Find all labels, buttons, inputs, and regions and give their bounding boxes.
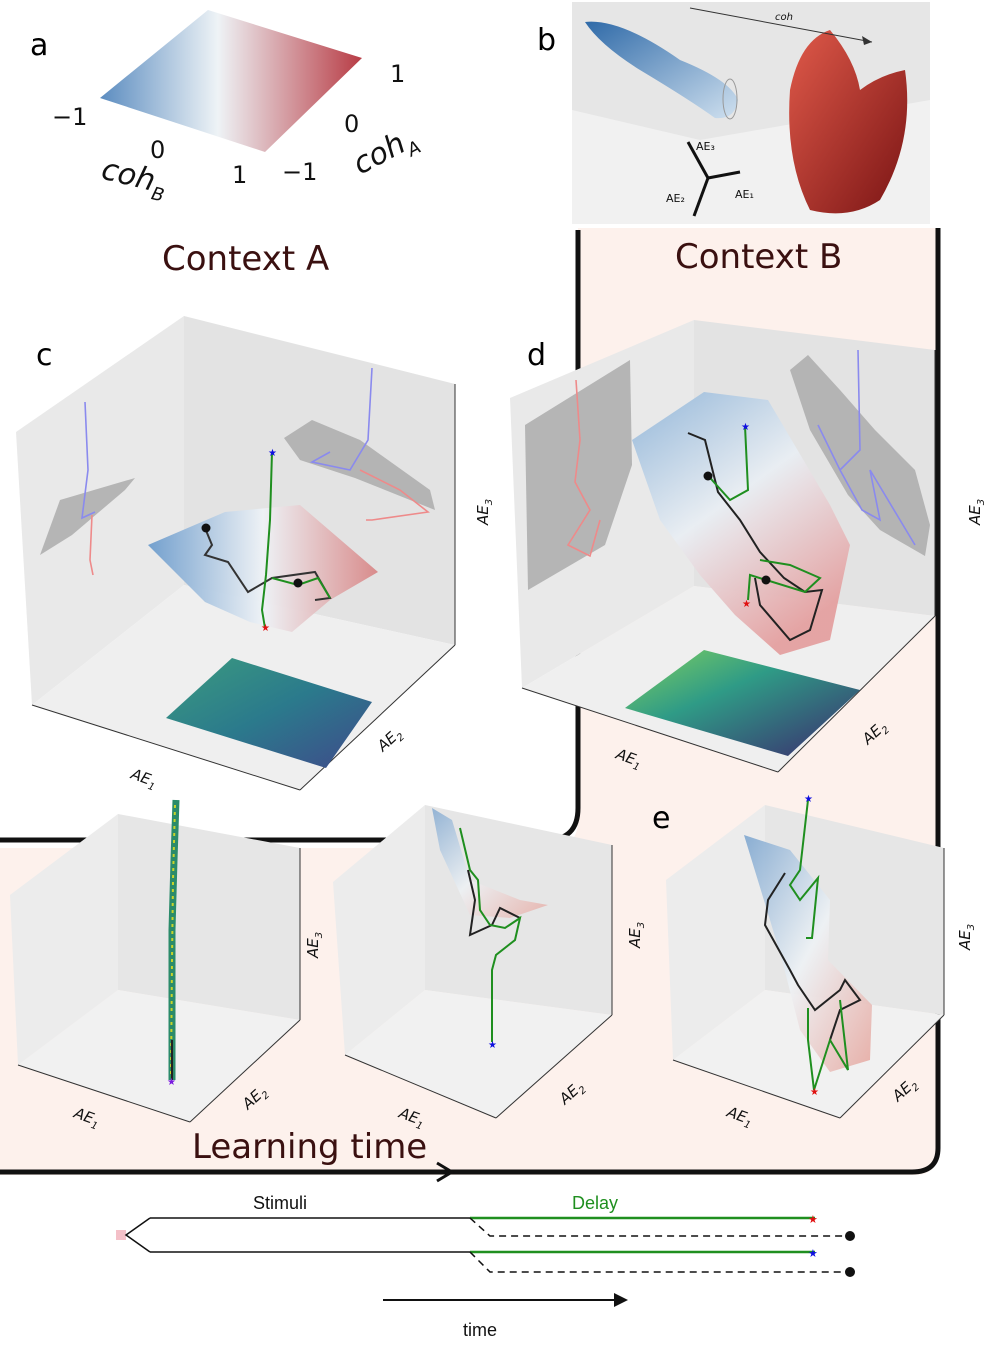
context-b-title: Context B	[675, 237, 842, 277]
panel-c-traj-green-2	[271, 576, 331, 599]
red-manifold	[789, 30, 908, 214]
panel-c-x-axis-label: AE1	[127, 765, 160, 794]
blue-tube-end	[722, 78, 738, 120]
blue-tube	[585, 21, 738, 119]
panel-label-c: c	[36, 338, 53, 373]
coh-arrow-label: coh	[775, 12, 793, 23]
learn-2-surface	[432, 808, 548, 918]
panel-c-shadow-right	[284, 420, 435, 510]
learn-2-traj-black	[467, 869, 521, 937]
coh-arrow	[689, 7, 873, 43]
panel-c-traj-green	[260, 451, 273, 629]
panel-c-proj-blue-right	[309, 367, 373, 471]
panel-c-shadow-left	[40, 478, 135, 555]
learning-time-arrow	[436, 1161, 455, 1183]
panel-e-traj-black	[763, 872, 862, 1041]
panel-label-e: e	[652, 801, 670, 836]
learn-1-traj-cluster	[168, 799, 180, 1080]
triad-ae2: AE₂	[666, 192, 685, 205]
context-a-title: Context A	[162, 239, 329, 279]
panel-d-shadow-right	[790, 355, 930, 556]
panel-d-traj-green-2	[747, 559, 822, 601]
panel-label-a: a	[30, 28, 48, 63]
panel-c-fixed-point	[293, 578, 303, 588]
panel-d-fixed-point	[761, 575, 771, 585]
ae-axes-triad	[686, 141, 741, 217]
panel-c-y-axis-label: AE2	[373, 724, 407, 758]
tick-a-1: 1	[390, 60, 405, 88]
panel-c-fixed-point	[201, 523, 211, 533]
timeline-delay-label: Delay	[572, 1193, 618, 1213]
timeline-stimuli-label: Stimuli	[253, 1193, 307, 1213]
panel-c-star-red: ★	[261, 623, 270, 634]
tick-b-0: 0	[150, 136, 165, 164]
learn-1-traj-cluster-core	[170, 804, 176, 1076]
panel-e-z-axis-label: AE3	[956, 924, 977, 951]
learning-time-label: Learning time	[192, 1127, 427, 1167]
panel-c-proj-blue-left	[81, 401, 96, 520]
panel-d-proj-left	[566, 379, 601, 558]
panel-e-traj-green-2	[807, 999, 849, 1091]
tick-a-neg1: −1	[282, 158, 317, 186]
learn-1-star: ★	[167, 1077, 176, 1088]
panel-d-fixed-point	[703, 471, 713, 481]
panel-label-b: b	[537, 23, 556, 58]
panel-e-star-red: ★	[810, 1087, 819, 1098]
coh-arrow-head	[862, 36, 872, 45]
panel-d-z-axis-label: AE3	[966, 499, 986, 526]
panel-c-proj-red-left	[89, 514, 94, 576]
tick-a-0: 0	[344, 110, 359, 138]
panel-d-proj-right	[817, 349, 916, 546]
learn-2-traj-green	[459, 827, 522, 1042]
panel-d-shadow-left	[525, 360, 632, 590]
learn-2-star: ★	[488, 1040, 497, 1051]
colormap-surface	[100, 10, 362, 152]
timeline-time-label: time	[463, 1320, 497, 1340]
learn-2-z-axis-label: AE3	[626, 922, 647, 949]
timeline-diagram	[116, 1216, 855, 1307]
panel-d-floor-contour	[625, 650, 860, 756]
panel-d-star-blue: ★	[741, 422, 750, 433]
triad-ae3: AE₃	[696, 140, 715, 153]
timeline-star-blue: ★	[808, 1247, 818, 1260]
tick-b-neg1: −1	[52, 103, 87, 131]
panel-e-star-blue: ★	[804, 794, 813, 805]
learn-1-z-axis-label: AE3	[304, 932, 325, 959]
panel-c-floor-contour	[166, 658, 372, 768]
panel-e-traj-green	[788, 799, 820, 939]
panel-c-proj-red-right	[359, 469, 430, 521]
panel-c-star-blue: ★	[268, 448, 277, 459]
learn-1-3d-box	[10, 814, 301, 1123]
timeline-star-red: ★	[808, 1213, 818, 1226]
triad-ae1: AE₁	[735, 188, 754, 201]
panel-c-z-axis-label: AE3	[474, 499, 495, 526]
panel-label-d: d	[527, 338, 546, 373]
context-b-outer-border	[0, 228, 941, 1175]
panel-d-star-red: ★	[742, 599, 751, 610]
tick-b-1: 1	[232, 161, 247, 189]
